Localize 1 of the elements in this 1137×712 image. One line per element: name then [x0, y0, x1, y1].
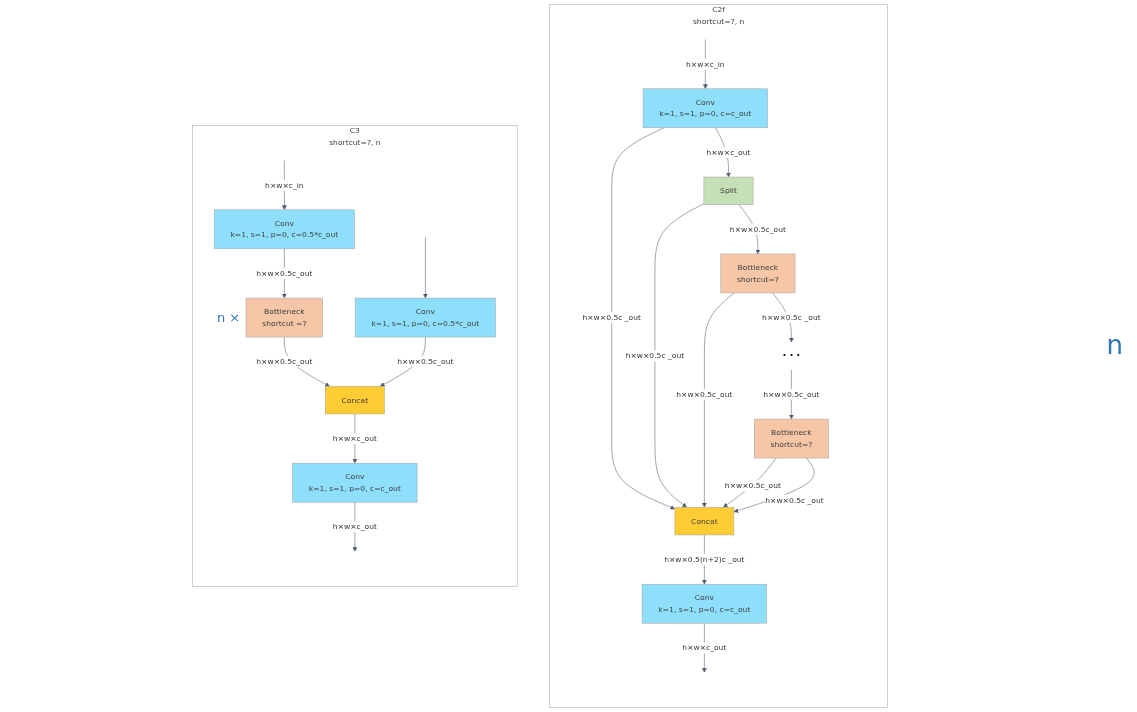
repeat-count-label: n	[1106, 330, 1123, 360]
